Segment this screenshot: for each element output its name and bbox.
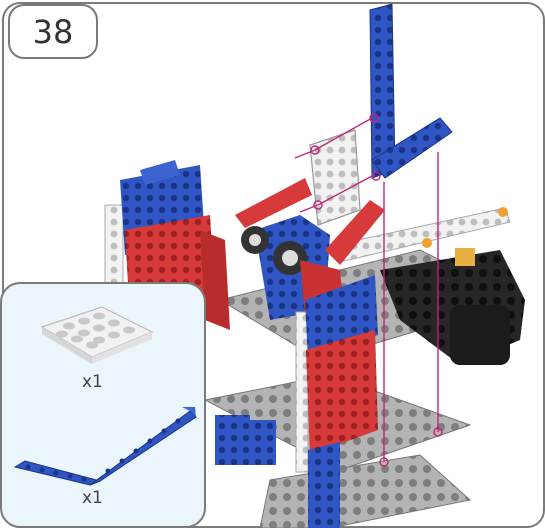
white-plate-3x4-icon (32, 302, 162, 367)
blue-l-beam-icon (10, 399, 200, 489)
blue-l-beam-part (370, 4, 452, 178)
beam-quantity: x1 (82, 488, 103, 508)
step-number-badge: 38 (8, 4, 98, 59)
plate-quantity: x1 (82, 372, 103, 392)
white-plate-part (310, 130, 360, 225)
parts-panel: x1 x1 (0, 282, 206, 528)
step-number: 38 (33, 13, 74, 51)
black-motor-block (380, 250, 525, 365)
